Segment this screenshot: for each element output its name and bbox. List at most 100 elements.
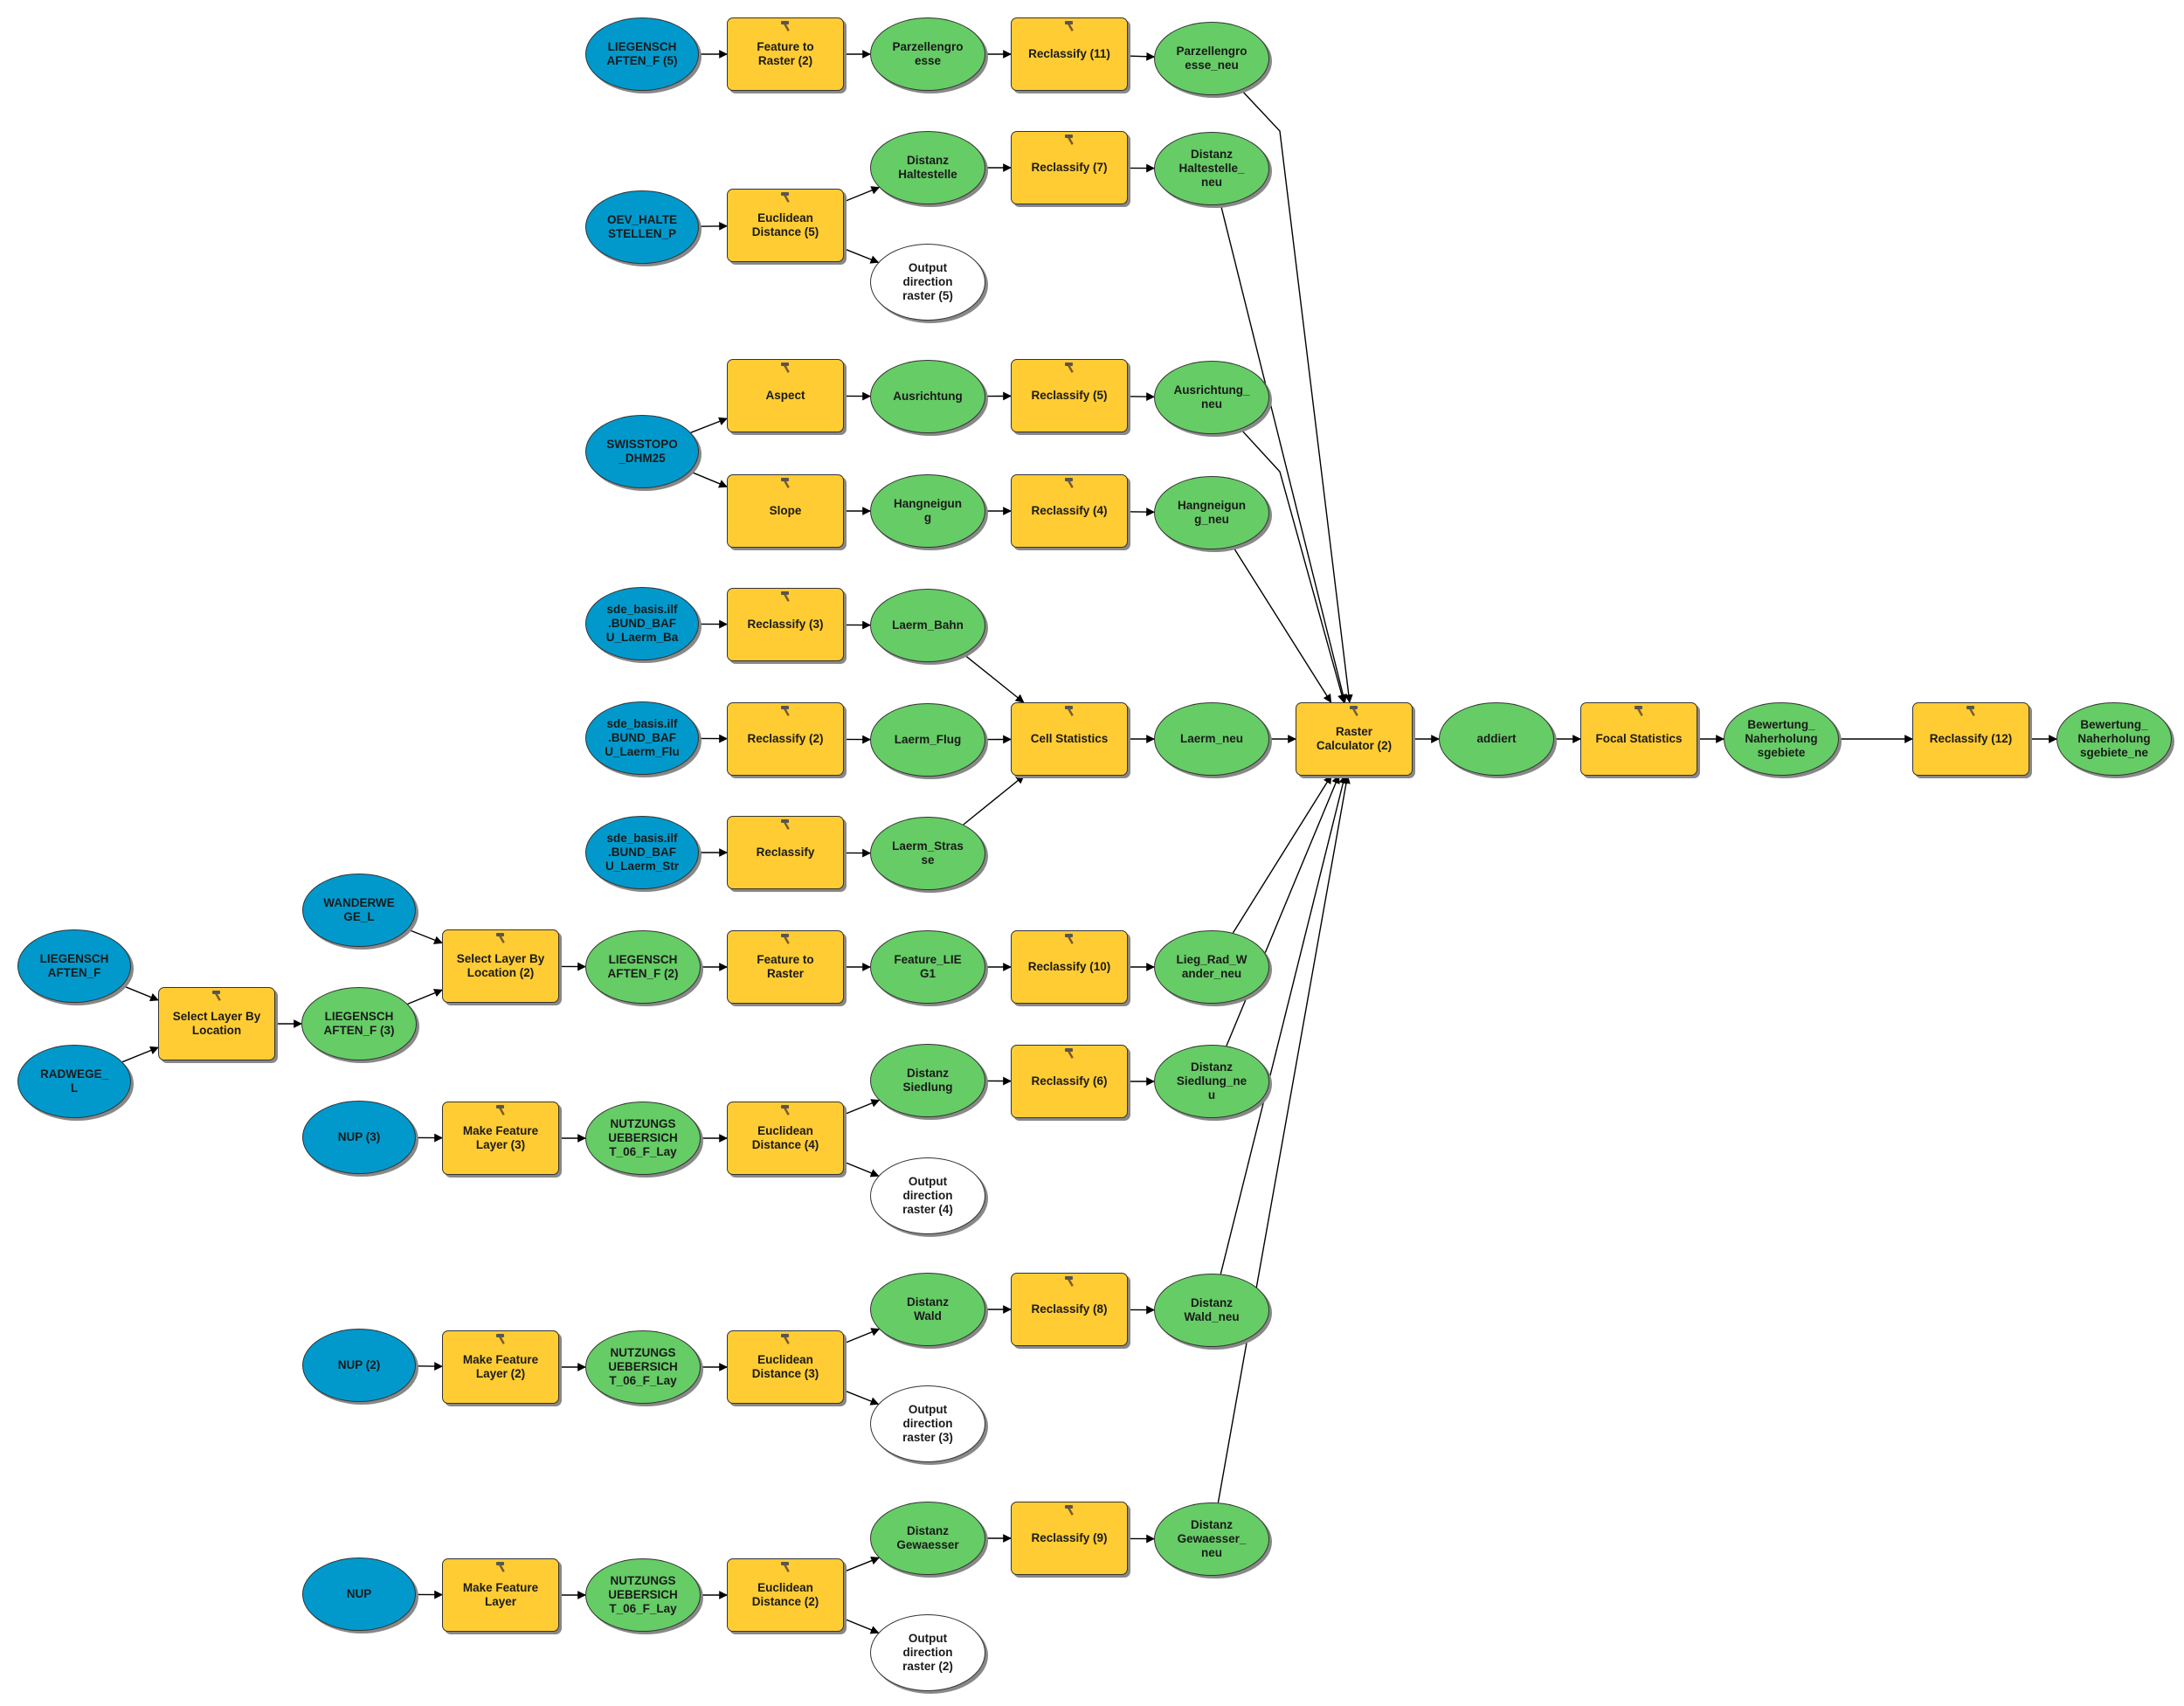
variable-distanz-gewaesser[interactable]: Distanz Gewaesser bbox=[870, 1502, 985, 1575]
node-label: Distanz Haltestelle bbox=[898, 154, 957, 181]
variable-laerm-str-in[interactable]: sde_basis.ilf .BUND_BAF U_Laerm_Str bbox=[585, 816, 699, 889]
variable-bewertung-neu[interactable]: Bewertung_ Naherholung sgebiete_ne bbox=[2056, 702, 2172, 776]
hammer-icon bbox=[781, 1105, 790, 1115]
variable-parzellengrosse[interactable]: Parzellengro esse bbox=[870, 17, 985, 91]
connector-euclidean5-to-distanz-haltestelle bbox=[843, 186, 881, 203]
variable-distanz-wald[interactable]: Distanz Wald bbox=[870, 1273, 985, 1346]
hammer-icon bbox=[1966, 706, 1975, 716]
node-label: SWISSTOPO _DHM25 bbox=[606, 438, 678, 465]
variable-lieg-rad-wander-neu[interactable]: Lieg_Rad_W ander_neu bbox=[1154, 930, 1269, 1004]
node-label: Select Layer By Location bbox=[172, 1010, 261, 1037]
hammer-icon bbox=[781, 706, 790, 716]
tool-reclassify11[interactable]: Reclassify (11) bbox=[1011, 17, 1128, 91]
node-label: Feature to Raster (2) bbox=[757, 40, 814, 67]
variable-oev-haltestellen[interactable]: OEV_HALTE STELLEN_P bbox=[585, 190, 699, 264]
tool-euclidean2[interactable]: Euclidean Distance (2) bbox=[727, 1558, 844, 1632]
variable-nutzung1[interactable]: NUTZUNGS UEBERSICH T_06_F_Lay bbox=[585, 1558, 701, 1632]
connector-euclidean3-to-distanz-wald bbox=[843, 1328, 881, 1344]
tool-make-feature-layer3[interactable]: Make Feature Layer (3) bbox=[442, 1102, 559, 1175]
variable-parzellengrosse-neu[interactable]: Parzellengro esse_neu bbox=[1154, 22, 1269, 95]
tool-cell-statistics[interactable]: Cell Statistics bbox=[1011, 702, 1128, 776]
variable-bewertung[interactable]: Bewertung_ Naherholung sgebiete bbox=[1724, 702, 1839, 776]
variable-laerm-neu[interactable]: Laerm_neu bbox=[1154, 702, 1269, 776]
hammer-icon bbox=[781, 819, 790, 830]
variable-nutzung2[interactable]: NUTZUNGS UEBERSICH T_06_F_Lay bbox=[585, 1330, 701, 1404]
connector-euclidean5-to-output-dir5 bbox=[843, 248, 880, 264]
variable-wanderwege[interactable]: WANDERWE GE_L bbox=[302, 874, 416, 947]
tool-make-feature-layer[interactable]: Make Feature Layer bbox=[442, 1558, 559, 1632]
variable-feature-lieg1[interactable]: Feature_LIE G1 bbox=[870, 930, 985, 1004]
connector-liegenschaften-f3-to-select-by-location2 bbox=[407, 989, 443, 1005]
tool-slope[interactable]: Slope bbox=[727, 474, 844, 548]
variable-laerm-flug[interactable]: Laerm_Flug bbox=[870, 703, 985, 777]
tool-raster-calculator[interactable]: Raster Calculator (2) bbox=[1296, 702, 1413, 776]
variable-radwege[interactable]: RADWEGE_ L bbox=[17, 1045, 131, 1118]
tool-focal-statistics[interactable]: Focal Statistics bbox=[1580, 702, 1697, 776]
node-label: Euclidean Distance (2) bbox=[751, 1581, 819, 1608]
variable-nup2[interactable]: NUP (2) bbox=[302, 1329, 416, 1402]
node-label: LIEGENSCH AFTEN_F (5) bbox=[606, 40, 678, 67]
tool-reclassify4[interactable]: Reclassify (4) bbox=[1011, 474, 1128, 548]
tool-feature-to-raster2[interactable]: Feature to Raster (2) bbox=[727, 17, 844, 91]
variable-hangneigung[interactable]: Hangneigun g bbox=[870, 474, 985, 548]
variable-ausrichtung[interactable]: Ausrichtung bbox=[870, 360, 985, 433]
tool-euclidean5[interactable]: Euclidean Distance (5) bbox=[727, 189, 844, 262]
connector-euclidean3-to-output-dir3 bbox=[843, 1390, 880, 1406]
tool-make-feature-layer2[interactable]: Make Feature Layer (2) bbox=[442, 1330, 559, 1404]
variable-distanz-siedlung-neu[interactable]: Distanz Siedlung_ne u bbox=[1154, 1045, 1269, 1118]
variable-liegenschaften-f[interactable]: LIEGENSCH AFTEN_F bbox=[17, 929, 131, 1003]
variable-hangneigung-neu[interactable]: Hangneigun g_neu bbox=[1154, 476, 1269, 549]
tool-feature-to-raster[interactable]: Feature to Raster bbox=[727, 930, 844, 1004]
variable-liegenschaften-f5[interactable]: LIEGENSCH AFTEN_F (5) bbox=[585, 17, 699, 91]
variable-output-dir5[interactable]: Output direction raster (5) bbox=[870, 244, 985, 321]
tool-reclassify2[interactable]: Reclassify (2) bbox=[727, 702, 844, 776]
tool-reclassify3[interactable]: Reclassify (3) bbox=[727, 588, 844, 661]
variable-output-dir3[interactable]: Output direction raster (3) bbox=[870, 1385, 985, 1462]
node-label: NUTZUNGS UEBERSICH T_06_F_Lay bbox=[608, 1117, 678, 1158]
variable-distanz-wald-neu[interactable]: Distanz Wald_neu bbox=[1154, 1274, 1269, 1347]
variable-liegenschaften-f3[interactable]: LIEGENSCH AFTEN_F (3) bbox=[301, 987, 417, 1060]
variable-distanz-siedlung[interactable]: Distanz Siedlung bbox=[870, 1044, 985, 1117]
variable-nup3[interactable]: NUP (3) bbox=[302, 1101, 416, 1174]
tool-reclassify9[interactable]: Reclassify (9) bbox=[1011, 1502, 1128, 1575]
tool-reclassify[interactable]: Reclassify bbox=[727, 816, 844, 889]
tool-reclassify6[interactable]: Reclassify (6) bbox=[1011, 1045, 1128, 1118]
variable-liegenschaften-f2[interactable]: LIEGENSCH AFTEN_F (2) bbox=[585, 930, 701, 1004]
variable-laerm-bahn[interactable]: Laerm_Bahn bbox=[870, 589, 985, 662]
variable-swisstopo[interactable]: SWISSTOPO _DHM25 bbox=[585, 415, 699, 488]
node-label: Euclidean Distance (3) bbox=[751, 1353, 819, 1380]
variable-ausrichtung-neu[interactable]: Ausrichtung_ neu bbox=[1154, 361, 1269, 434]
variable-addiert[interactable]: addiert bbox=[1439, 702, 1554, 776]
hammer-icon bbox=[781, 591, 790, 602]
variable-nup[interactable]: NUP bbox=[302, 1558, 416, 1631]
tool-select-by-location[interactable]: Select Layer By Location bbox=[158, 987, 275, 1060]
tool-reclassify5[interactable]: Reclassify (5) bbox=[1011, 359, 1128, 432]
tool-euclidean3[interactable]: Euclidean Distance (3) bbox=[727, 1330, 844, 1404]
variable-nutzung3[interactable]: NUTZUNGS UEBERSICH T_06_F_Lay bbox=[585, 1102, 701, 1175]
node-label: Distanz Gewaesser bbox=[896, 1524, 959, 1551]
variable-distanz-gewaesser-neu[interactable]: Distanz Gewaesser_ neu bbox=[1154, 1502, 1269, 1576]
variable-laerm-flu-in[interactable]: sde_basis.ilf .BUND_BAF U_Laerm_Flu bbox=[585, 701, 699, 775]
variable-laerm-strasse[interactable]: Laerm_Stras se bbox=[870, 817, 985, 890]
tool-select-by-location2[interactable]: Select Layer By Location (2) bbox=[442, 929, 559, 1003]
node-label: Focal Statistics bbox=[1595, 732, 1683, 745]
variable-output-dir2[interactable]: Output direction raster (2) bbox=[870, 1614, 985, 1691]
node-label: Reclassify (5) bbox=[1031, 389, 1108, 402]
connector-euclidean4-to-output-dir4 bbox=[843, 1161, 880, 1178]
tool-reclassify10[interactable]: Reclassify (10) bbox=[1011, 930, 1128, 1004]
tool-reclassify8[interactable]: Reclassify (8) bbox=[1011, 1273, 1128, 1346]
tool-euclidean4[interactable]: Euclidean Distance (4) bbox=[727, 1102, 844, 1175]
node-label: NUP (3) bbox=[337, 1130, 381, 1143]
tool-aspect[interactable]: Aspect bbox=[727, 359, 844, 432]
variable-distanz-haltestelle[interactable]: Distanz Haltestelle bbox=[870, 131, 985, 204]
tool-reclassify12[interactable]: Reclassify (12) bbox=[1912, 702, 2029, 776]
node-label: sde_basis.ilf .BUND_BAF U_Laerm_Str bbox=[605, 832, 680, 873]
variable-laerm-ba-in[interactable]: sde_basis.ilf .BUND_BAF U_Laerm_Ba bbox=[585, 587, 699, 660]
hammer-icon bbox=[1065, 934, 1074, 944]
node-label: NUP bbox=[346, 1587, 372, 1600]
variable-distanz-haltestelle-neu[interactable]: Distanz Haltestelle_ neu bbox=[1154, 132, 1269, 205]
variable-output-dir4[interactable]: Output direction raster (4) bbox=[870, 1157, 985, 1234]
node-label: Make Feature Layer bbox=[462, 1581, 539, 1608]
tool-reclassify7[interactable]: Reclassify (7) bbox=[1011, 131, 1128, 204]
